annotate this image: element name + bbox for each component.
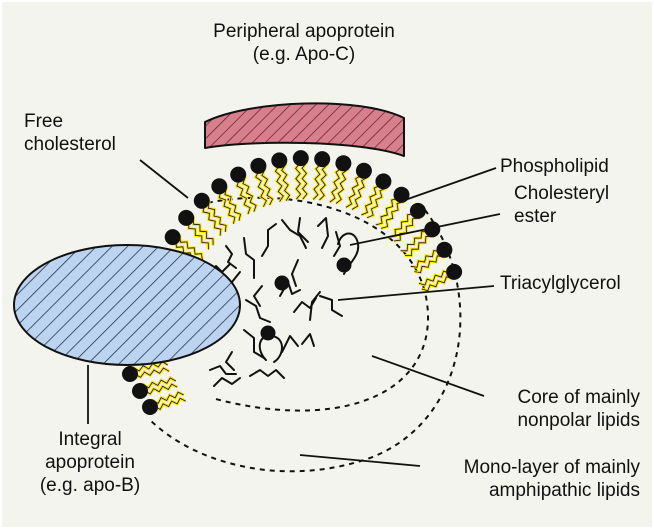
phospholipid-head bbox=[271, 152, 287, 168]
phospholipid-head bbox=[394, 187, 410, 203]
phospholipid-head bbox=[446, 264, 462, 280]
phospholipid-head bbox=[178, 210, 194, 226]
label-line: (e.g. apo-B) bbox=[20, 474, 160, 497]
label-line: Peripheral apoprotein bbox=[179, 20, 429, 43]
phospholipid-head bbox=[356, 163, 372, 179]
label-line: apoprotein bbox=[20, 451, 160, 474]
label-line: Cholesteryl bbox=[514, 182, 609, 205]
phospholipid-head bbox=[410, 203, 426, 219]
label-line: (e.g. Apo-C) bbox=[179, 43, 429, 66]
label-line: Integral bbox=[20, 428, 160, 451]
phospholipid-head bbox=[230, 167, 246, 183]
phospholipid-head bbox=[314, 151, 330, 167]
phospholipid-head bbox=[122, 366, 138, 382]
label-cholesteryl-ester: Cholesteryl ester bbox=[514, 182, 609, 228]
phospholipid-head bbox=[335, 155, 351, 171]
label-line: ester bbox=[514, 205, 609, 228]
label-line: Free bbox=[24, 110, 116, 133]
label-monolayer: Mono-layer of mainly amphipathic lipids bbox=[420, 456, 640, 502]
phospholipid-head bbox=[293, 150, 309, 166]
label-line: amphipathic lipids bbox=[420, 479, 640, 502]
label-triacylglycerol: Triacylglycerol bbox=[500, 272, 621, 295]
label-line: cholesterol bbox=[24, 133, 116, 156]
label-phospholipid: Phospholipid bbox=[500, 155, 609, 178]
label-line: Triacylglycerol bbox=[500, 272, 621, 295]
phospholipid-head bbox=[165, 229, 181, 245]
label-peripheral-apoprotein: Peripheral apoprotein (e.g. Apo-C) bbox=[179, 20, 429, 66]
phospholipid-head bbox=[132, 383, 148, 399]
label-line: Core of mainly bbox=[440, 386, 640, 409]
label-line: Mono-layer of mainly bbox=[420, 456, 640, 479]
phospholipid-head bbox=[250, 158, 266, 174]
label-integral-apoprotein: Integral apoprotein (e.g. apo-B) bbox=[20, 428, 160, 497]
label-line: Phospholipid bbox=[500, 155, 609, 178]
phospholipid-head bbox=[211, 178, 227, 194]
phospholipid-head bbox=[436, 242, 452, 258]
label-core: Core of mainly nonpolar lipids bbox=[440, 386, 640, 432]
phospholipid-head bbox=[194, 193, 210, 209]
phospholipid-head bbox=[375, 173, 391, 189]
label-free-cholesterol: Free cholesterol bbox=[24, 110, 116, 156]
integral-apoprotein-shape bbox=[14, 245, 240, 365]
label-line: nonpolar lipids bbox=[440, 409, 640, 432]
phospholipid-head bbox=[142, 399, 158, 415]
